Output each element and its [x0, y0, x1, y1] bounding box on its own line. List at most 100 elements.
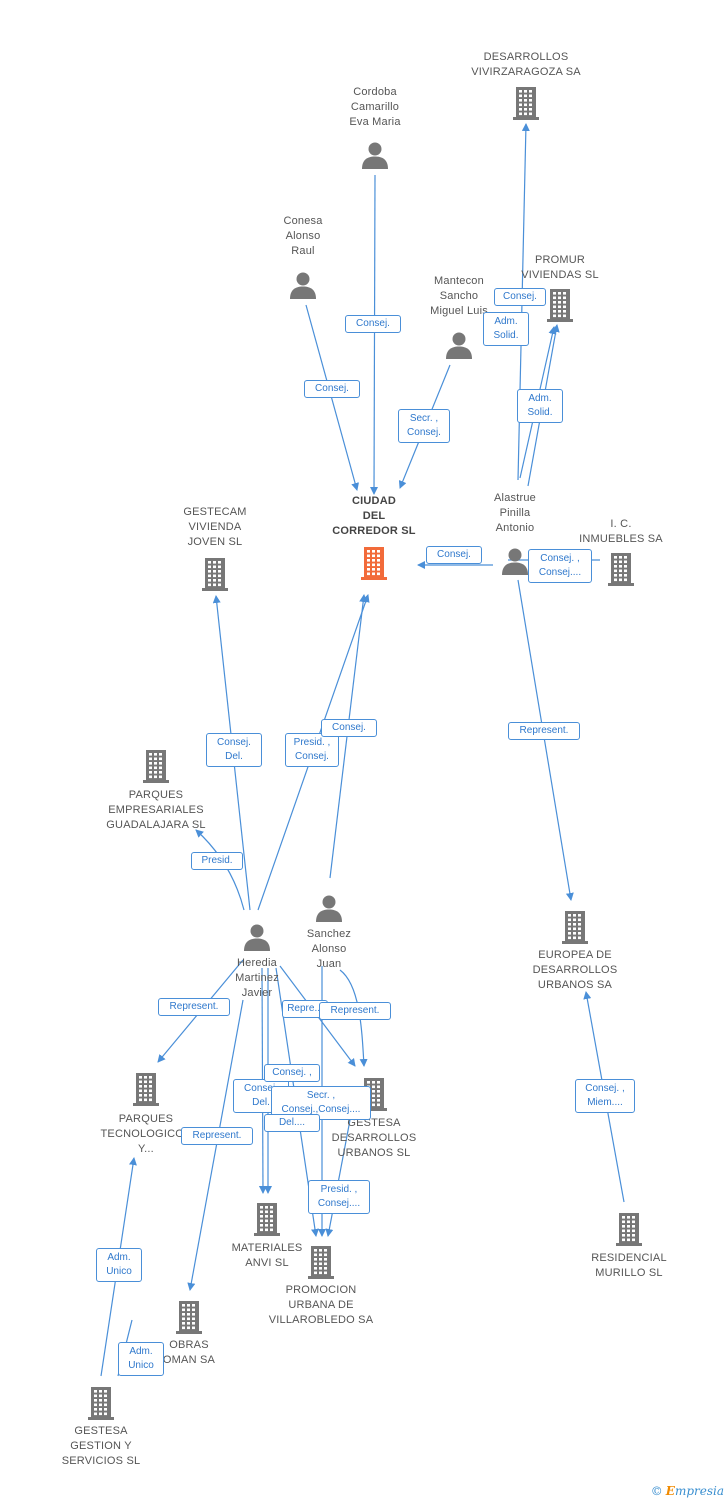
edge-label[interactable]: Represent. [158, 998, 230, 1016]
edge-label[interactable]: Adm.Solid. [483, 312, 529, 346]
edge-label[interactable]: Represent. [181, 1127, 253, 1145]
node-label-line: DESARROLLOS [532, 964, 618, 976]
building-icon[interactable] [142, 749, 170, 788]
edge-label-line: Represent. [330, 1005, 380, 1016]
node-label-line: Juan [316, 958, 342, 970]
building-icon[interactable] [360, 546, 388, 585]
node-label-line: Camarillo [350, 101, 400, 113]
building-icon[interactable] [546, 288, 574, 327]
person-icon[interactable] [243, 923, 271, 956]
person-icon[interactable] [445, 331, 473, 364]
node-label-line: Javier [241, 987, 273, 999]
person-icon[interactable] [501, 547, 529, 580]
node-label-line: SERVICIOS SL [61, 1455, 141, 1467]
node-label-line: ANVI SL [245, 1257, 289, 1269]
edge-label[interactable]: Adm.Unico [118, 1342, 164, 1376]
edge-label-line: Consej. [315, 383, 349, 394]
edge-label-line: Consej.... [317, 1198, 361, 1209]
edge-label-line: Consej. [217, 737, 251, 748]
company-label[interactable]: I. C.INMUEBLES SA [551, 517, 691, 547]
edge-label-line: Presid. , [320, 1184, 358, 1195]
person-icon[interactable] [361, 141, 389, 174]
edge-label-line: Del. [252, 1097, 270, 1108]
building-icon[interactable] [615, 1212, 643, 1251]
edge-label[interactable]: Repre... [282, 1000, 328, 1018]
edge-label[interactable]: Represent. [319, 1002, 391, 1020]
building-icon[interactable] [175, 1300, 203, 1339]
copyright-symbol: © [650, 1484, 663, 1498]
edge-label[interactable]: Adm.Solid. [517, 389, 563, 423]
building-icon[interactable] [561, 910, 589, 949]
edge-label[interactable]: Consej. [426, 546, 482, 564]
empresia-brand[interactable]: ©Empresia [651, 1484, 724, 1498]
edge-label[interactable]: Consej.Del. [206, 733, 262, 767]
node-label-line: PARQUES [128, 789, 184, 801]
building-icon[interactable] [512, 86, 540, 125]
edge-label-line: Represent. [169, 1001, 219, 1012]
edge-label[interactable]: Del.... [264, 1114, 320, 1132]
edge-label-line: Consej.... [538, 567, 582, 578]
node-label-line: Raul [291, 245, 315, 257]
edge-label[interactable]: Represent. [508, 722, 580, 740]
node-label-line: Alonso [311, 943, 347, 955]
edge-label[interactable]: Consej. , Miem.... [575, 1079, 635, 1113]
edge-label-line: Secr. , [409, 413, 439, 424]
node-label-line: Y... [138, 1143, 154, 1155]
edge-label[interactable]: Adm. Unico [96, 1248, 142, 1282]
node-label-line: OBRAS [169, 1339, 209, 1351]
building-icon[interactable] [253, 1202, 281, 1241]
node-label-line: DESARROLLOS [483, 51, 569, 63]
edge-line [325, 1119, 351, 1237]
edge-label[interactable]: Consej. [345, 315, 401, 333]
edge-label-line: Adm. [107, 1252, 131, 1263]
person-icon[interactable] [315, 894, 343, 927]
edge-label[interactable]: Consej. , [264, 1064, 320, 1082]
edge-label-line: Presid. , [293, 737, 331, 748]
edge-label-line: Miem.... [587, 1097, 623, 1108]
node-label-line: RESIDENCIAL [591, 1252, 667, 1264]
building-icon[interactable] [607, 552, 635, 591]
node-label-line: Antonio [495, 522, 535, 534]
building-icon[interactable] [87, 1386, 115, 1425]
person-icon[interactable] [289, 271, 317, 304]
edge-label[interactable]: Presid. , Consej.... [308, 1180, 370, 1214]
building-icon[interactable] [132, 1072, 160, 1111]
edge-line [187, 999, 244, 1291]
node-label-line: GESTESA [347, 1117, 401, 1129]
edge-label[interactable]: Presid. [191, 852, 243, 870]
building-icon[interactable] [201, 557, 229, 596]
building-icon[interactable] [307, 1245, 335, 1284]
node-label-line: Mantecon [434, 275, 484, 287]
node-label-line: Conesa [283, 215, 323, 227]
edge-label[interactable]: Consej. [304, 380, 360, 398]
edge-label-line: Adm. [129, 1346, 153, 1357]
edge-label-line: Consej. , [585, 1083, 625, 1094]
edge-label[interactable]: Consej. [494, 288, 546, 306]
node-label-line: DEL [362, 510, 386, 522]
edge-label[interactable]: Consej. ,Consej.... [528, 549, 592, 583]
edge-label-line: Unico [106, 1266, 132, 1277]
edge-label[interactable]: Consej. [321, 719, 377, 737]
edge-label[interactable]: Presid. ,Consej. [285, 733, 339, 767]
edge-label[interactable]: Secr. ,Consej. [398, 409, 450, 443]
